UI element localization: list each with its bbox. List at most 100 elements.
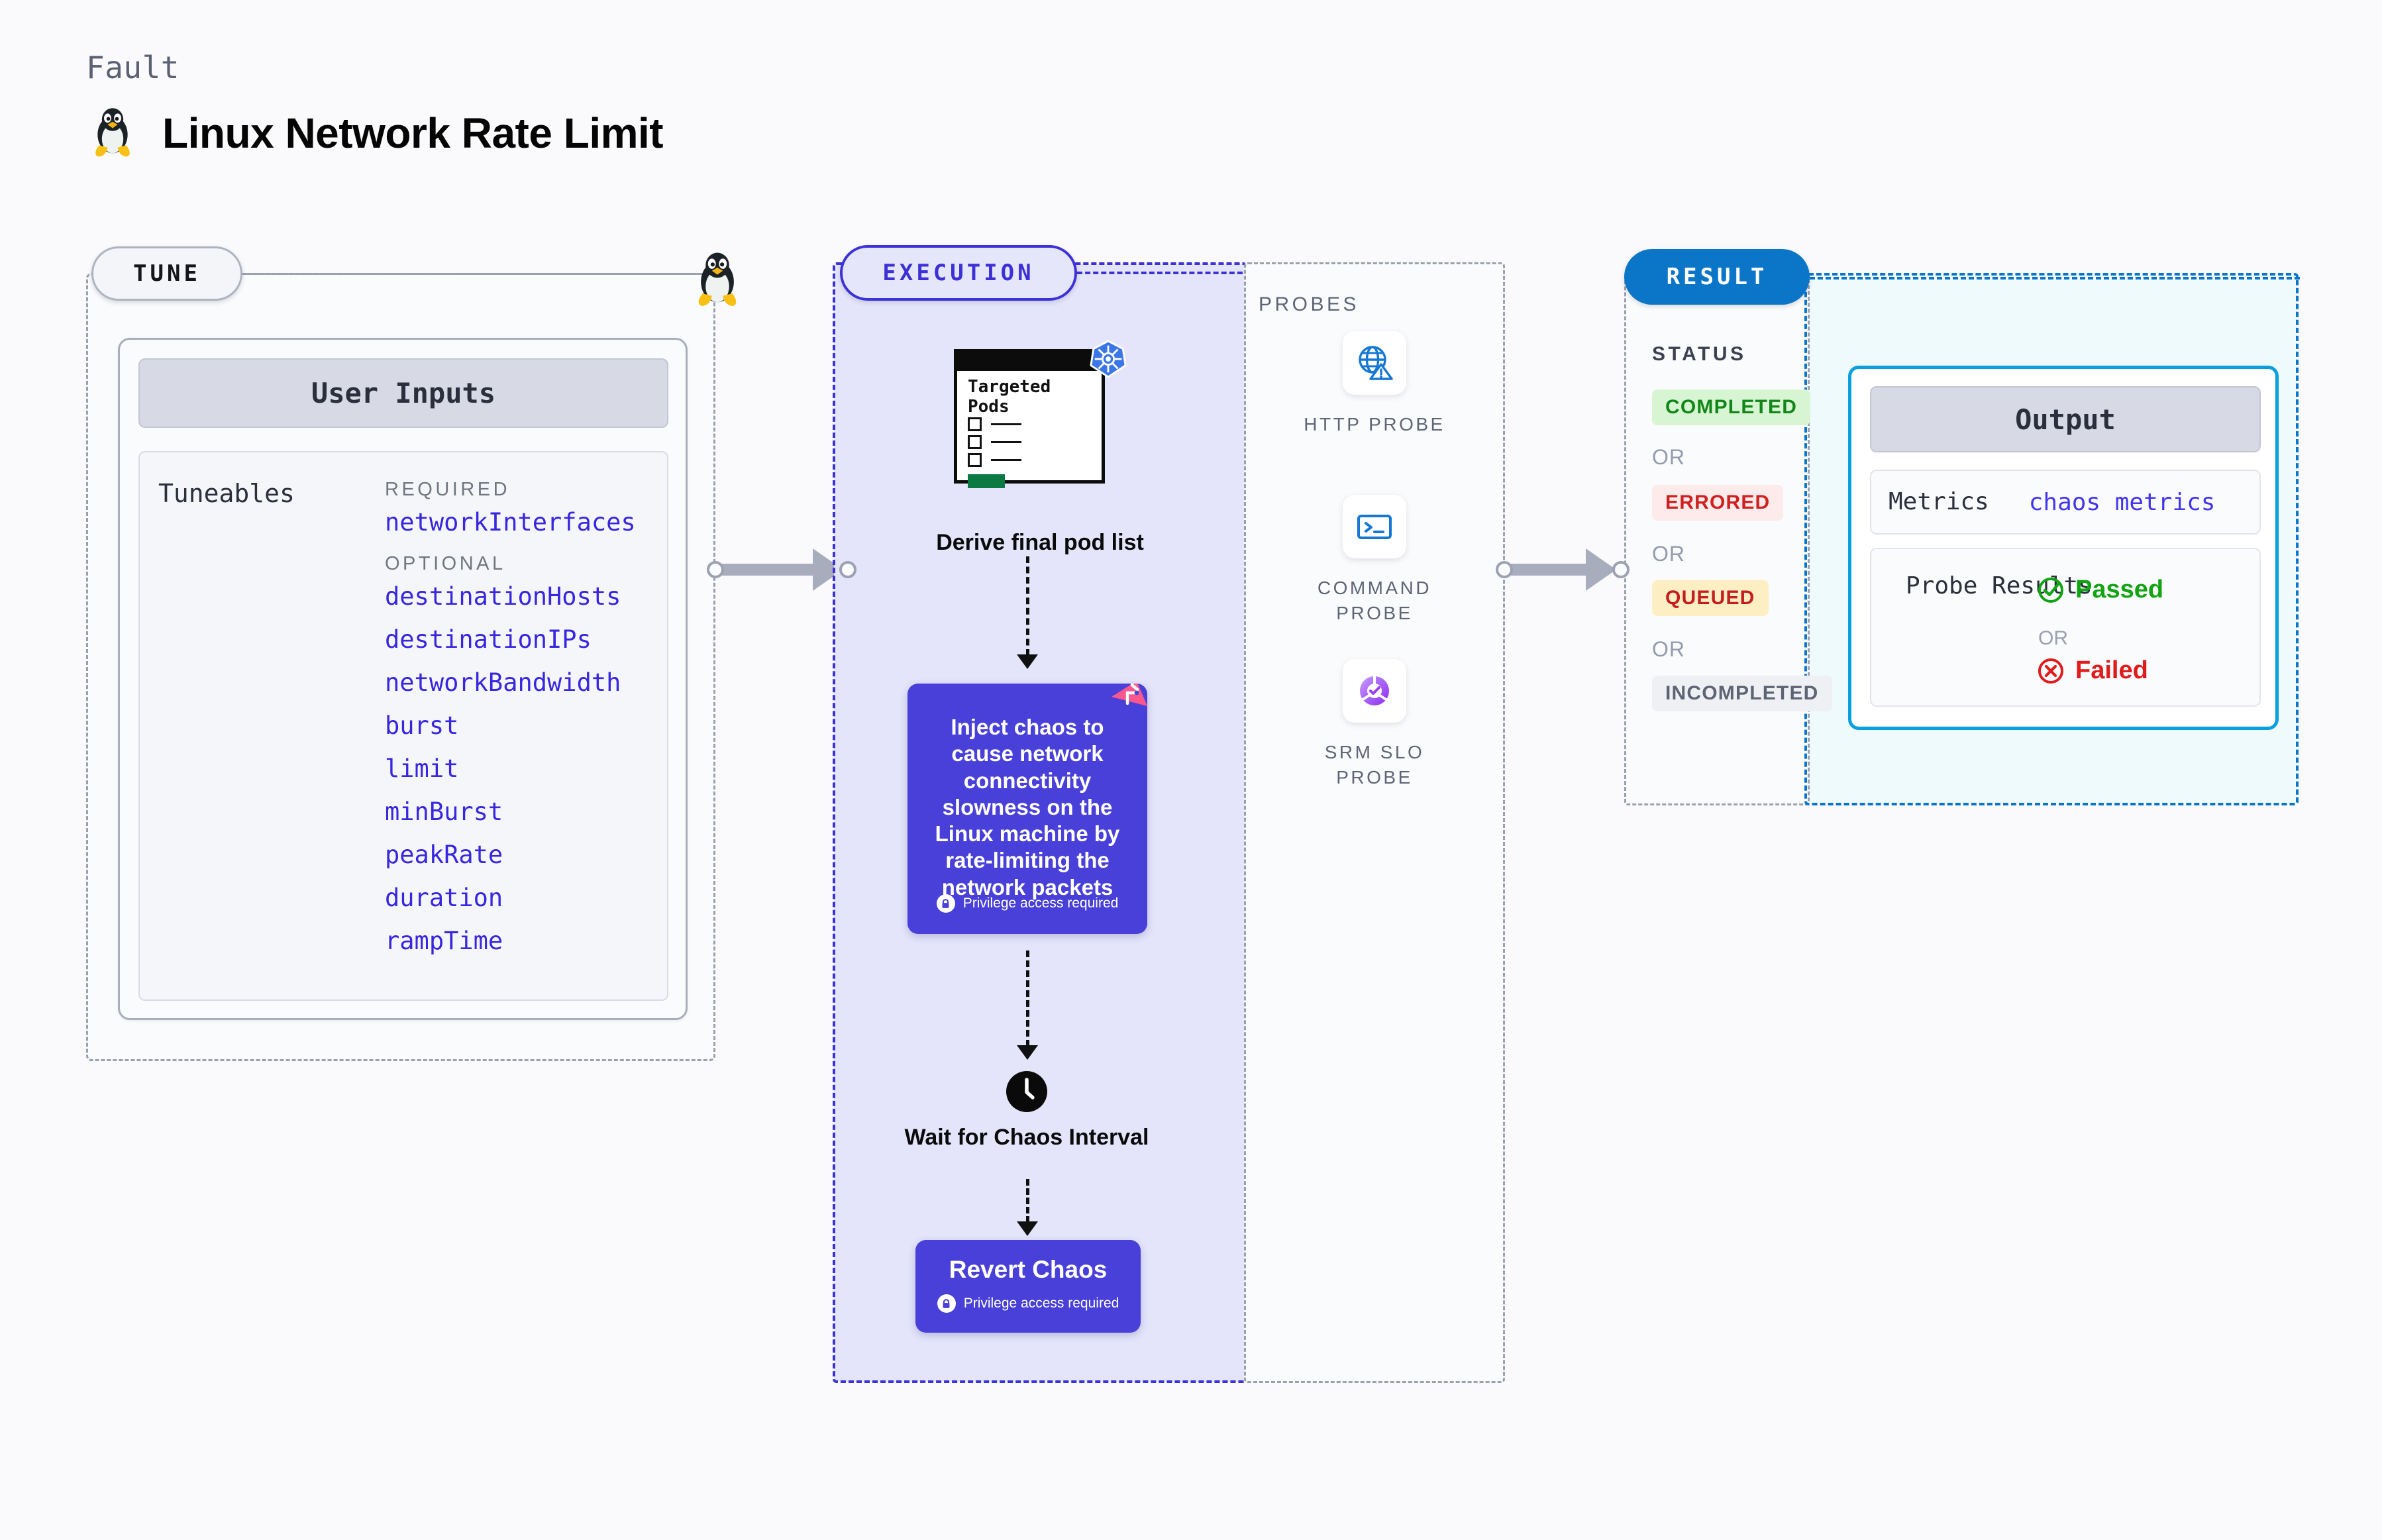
probes-zone bbox=[1244, 262, 1505, 1383]
pods-line bbox=[991, 441, 1021, 443]
chaos-privilege-note: Privilege access required bbox=[907, 894, 1147, 913]
status-badge-errored: ERRORED bbox=[1652, 485, 1784, 521]
connector-end-dot bbox=[1612, 561, 1630, 578]
result-zone bbox=[1804, 273, 2299, 805]
metrics-row: Metrics chaos metrics bbox=[1870, 470, 2261, 535]
tuneable-destinationhosts[interactable]: destinationHosts bbox=[385, 582, 621, 611]
connector-arrowhead bbox=[1586, 548, 1616, 591]
terminal-icon bbox=[1343, 495, 1406, 558]
inject-chaos-card: Inject chaos to cause network connectivi… bbox=[907, 684, 1147, 934]
probe-command-label: COMMAND PROBE bbox=[1317, 578, 1432, 623]
tuneable-destinationips[interactable]: destinationIPs bbox=[385, 625, 592, 654]
pods-list-item bbox=[968, 453, 1021, 467]
checkbox-icon bbox=[968, 435, 982, 449]
probe-results-row: Probe Results Passed OR Failed bbox=[1870, 548, 2261, 707]
probe-result-failed-label: Failed bbox=[2075, 656, 2148, 684]
pods-progress-bar bbox=[968, 474, 1005, 488]
flow-arrowhead bbox=[1017, 654, 1038, 669]
flow-line bbox=[1026, 1179, 1029, 1223]
lock-icon bbox=[937, 1294, 956, 1313]
result-badge: RESULT bbox=[1624, 249, 1810, 305]
checkbox-icon bbox=[968, 417, 982, 431]
execution-badge: EXECUTION bbox=[840, 245, 1077, 301]
wait-for-chaos-label: Wait for Chaos Interval bbox=[904, 1125, 1149, 1150]
pods-list-item bbox=[968, 417, 1021, 431]
flow-line bbox=[1026, 950, 1029, 1047]
metrics-value-link[interactable]: chaos metrics bbox=[2028, 488, 2216, 516]
tuneables-list: REQUIRED networkInterfaces OPTIONAL dest… bbox=[385, 474, 663, 972]
chaos-privilege-text: Privilege access required bbox=[962, 896, 1119, 911]
revert-chaos-title: Revert Chaos bbox=[949, 1256, 1108, 1283]
kubernetes-icon bbox=[1089, 340, 1127, 378]
checkbox-icon bbox=[968, 453, 982, 467]
litmus-logo-icon bbox=[1110, 684, 1147, 715]
tuneable-peakrate[interactable]: peakRate bbox=[385, 841, 503, 869]
status-zone bbox=[1624, 273, 1810, 805]
status-or-1: OR bbox=[1652, 445, 1685, 469]
tuneable-duration[interactable]: duration bbox=[385, 884, 503, 912]
probe-result-passed: Passed bbox=[2037, 576, 2163, 604]
tune-top-dash-line bbox=[242, 273, 706, 275]
page-kicker: Fault bbox=[86, 50, 180, 85]
pods-list-item bbox=[968, 435, 1021, 449]
probe-srm-slo[interactable]: SRM SLO PROBE bbox=[1302, 659, 1447, 790]
linux-tux-icon bbox=[89, 106, 136, 160]
pods-line bbox=[991, 459, 1021, 461]
linux-tux-perch-icon bbox=[692, 250, 743, 310]
page-title: Linux Network Rate Limit bbox=[162, 109, 664, 157]
connector-shaft bbox=[1511, 564, 1589, 576]
page-title-row: Linux Network Rate Limit bbox=[89, 106, 664, 160]
clock-icon bbox=[1006, 1071, 1047, 1112]
probe-command[interactable]: COMMAND PROBE bbox=[1302, 495, 1447, 626]
status-badge-queued: QUEUED bbox=[1652, 580, 1769, 616]
output-title: Output bbox=[1870, 386, 2261, 452]
flow-arrowhead bbox=[1017, 1221, 1038, 1236]
connector-shaft bbox=[722, 564, 816, 576]
revert-chaos-card: Revert Chaos Privilege access required bbox=[915, 1240, 1141, 1333]
tuneable-networkinterfaces[interactable]: networkInterfaces bbox=[385, 508, 636, 537]
tuneable-minburst[interactable]: minBurst bbox=[385, 797, 503, 826]
globe-warning-icon bbox=[1343, 331, 1406, 395]
pods-card-titlebar bbox=[957, 352, 1102, 371]
tuneable-limit[interactable]: limit bbox=[385, 754, 459, 783]
check-circle-icon bbox=[2037, 576, 2065, 604]
flow-arrowhead bbox=[1017, 1045, 1038, 1060]
tuneables-label: Tuneables bbox=[158, 479, 295, 508]
derive-pod-list-label: Derive final pod list bbox=[936, 530, 1144, 555]
inject-chaos-text: Inject chaos to cause network connectivi… bbox=[935, 715, 1120, 899]
user-inputs-title: User Inputs bbox=[138, 358, 668, 428]
status-or-2: OR bbox=[1652, 542, 1685, 566]
lock-icon bbox=[936, 894, 955, 913]
output-card: Output Metrics chaos metrics Probe Resul… bbox=[1848, 366, 2279, 730]
flow-line bbox=[1026, 556, 1029, 656]
connector-execution-to-result bbox=[1496, 548, 1630, 591]
tune-badge: TUNE bbox=[91, 246, 242, 301]
probe-http[interactable]: HTTP PROBE bbox=[1302, 331, 1447, 437]
status-or-3: OR bbox=[1652, 637, 1685, 661]
revert-privilege-note: Privilege access required bbox=[915, 1294, 1141, 1313]
probe-result-or: OR bbox=[2038, 627, 2068, 649]
metrics-key: Metrics bbox=[1889, 488, 1989, 516]
targeted-pods-card: Targeted Pods bbox=[954, 349, 1105, 488]
execution-top-dash-line bbox=[1077, 272, 1251, 274]
probe-http-label: HTTP PROBE bbox=[1304, 414, 1445, 435]
user-inputs-card: User Inputs Tuneables REQUIRED networkIn… bbox=[118, 338, 688, 1020]
tuneables-group-required: REQUIRED bbox=[385, 479, 511, 500]
status-label: STATUS bbox=[1652, 343, 1747, 365]
revert-privilege-text: Privilege access required bbox=[963, 1296, 1119, 1311]
connector-start-dot bbox=[1496, 561, 1513, 578]
probe-result-passed-label: Passed bbox=[2075, 576, 2164, 603]
probe-srm-slo-label: SRM SLO PROBE bbox=[1324, 742, 1425, 788]
connector-start-dot bbox=[707, 561, 724, 578]
probes-label: PROBES bbox=[1259, 293, 1360, 315]
srm-slo-icon bbox=[1343, 659, 1406, 723]
tuneable-burst[interactable]: burst bbox=[385, 711, 459, 740]
tuneable-networkbandwidth[interactable]: networkBandwidth bbox=[385, 668, 621, 697]
tuneables-group-optional: OPTIONAL bbox=[385, 553, 506, 574]
connector-end-dot bbox=[839, 561, 856, 578]
tuneable-ramptime[interactable]: rampTime bbox=[385, 927, 503, 955]
pods-line bbox=[991, 423, 1021, 425]
probe-result-failed: Failed bbox=[2037, 656, 2148, 685]
status-badge-incompleted: INCOMPLETED bbox=[1652, 676, 1832, 711]
tuneables-body: Tuneables REQUIRED networkInterfaces OPT… bbox=[138, 451, 668, 1001]
